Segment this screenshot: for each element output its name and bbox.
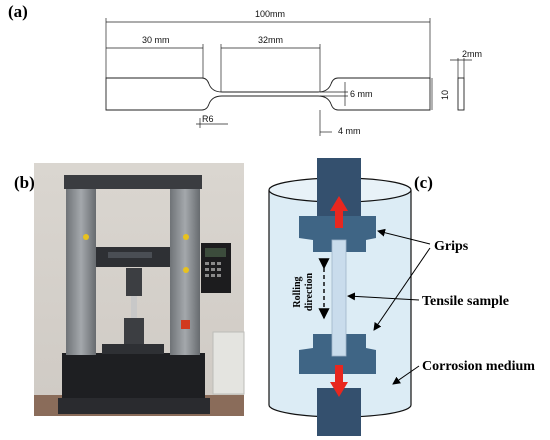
gauge-width-label: 6 mm [350, 89, 373, 99]
panel-label-c: (c) [414, 173, 433, 192]
specimen-drawing: 100mm 30 mm 32mm 6 mm 10 2mm R6 4 mm [105, 9, 482, 136]
panel-label-a: (a) [8, 2, 28, 21]
specimen-side-view [457, 77, 465, 111]
medium-leader [392, 365, 420, 385]
side-cabinet [212, 331, 245, 395]
gauge-length-label: 32mm [258, 35, 283, 45]
downward-load-arrow [330, 365, 348, 397]
tensile-sample [331, 239, 347, 357]
grip-length-label: 30 mm [142, 35, 170, 45]
rolling-direction-label-line1: Rolling [292, 276, 303, 307]
corrosion-medium-label: Corrosion medium [422, 359, 535, 374]
rolling-direction-label-line2: direction [304, 272, 315, 311]
machine-base [62, 353, 205, 398]
tensile-sample-label: Tensile sample [422, 294, 509, 309]
grips-leader-lower [373, 247, 431, 331]
overall-length-label: 100mm [255, 9, 285, 19]
upward-load-arrow [330, 196, 348, 228]
left-column [66, 180, 96, 355]
panel-label-b: (b) [14, 173, 35, 192]
thickness-label: 2mm [462, 49, 482, 59]
grips-leader-upper [377, 228, 431, 245]
top-crosshead [64, 175, 202, 189]
offset-label: 4 mm [338, 126, 361, 136]
radius-label: R6 [202, 114, 214, 124]
grips-label: Grips [434, 239, 469, 254]
grip-width-label: 10 [440, 90, 450, 100]
specimen-outline [105, 77, 431, 111]
sample-leader [347, 292, 420, 301]
upper-grip [299, 216, 376, 252]
